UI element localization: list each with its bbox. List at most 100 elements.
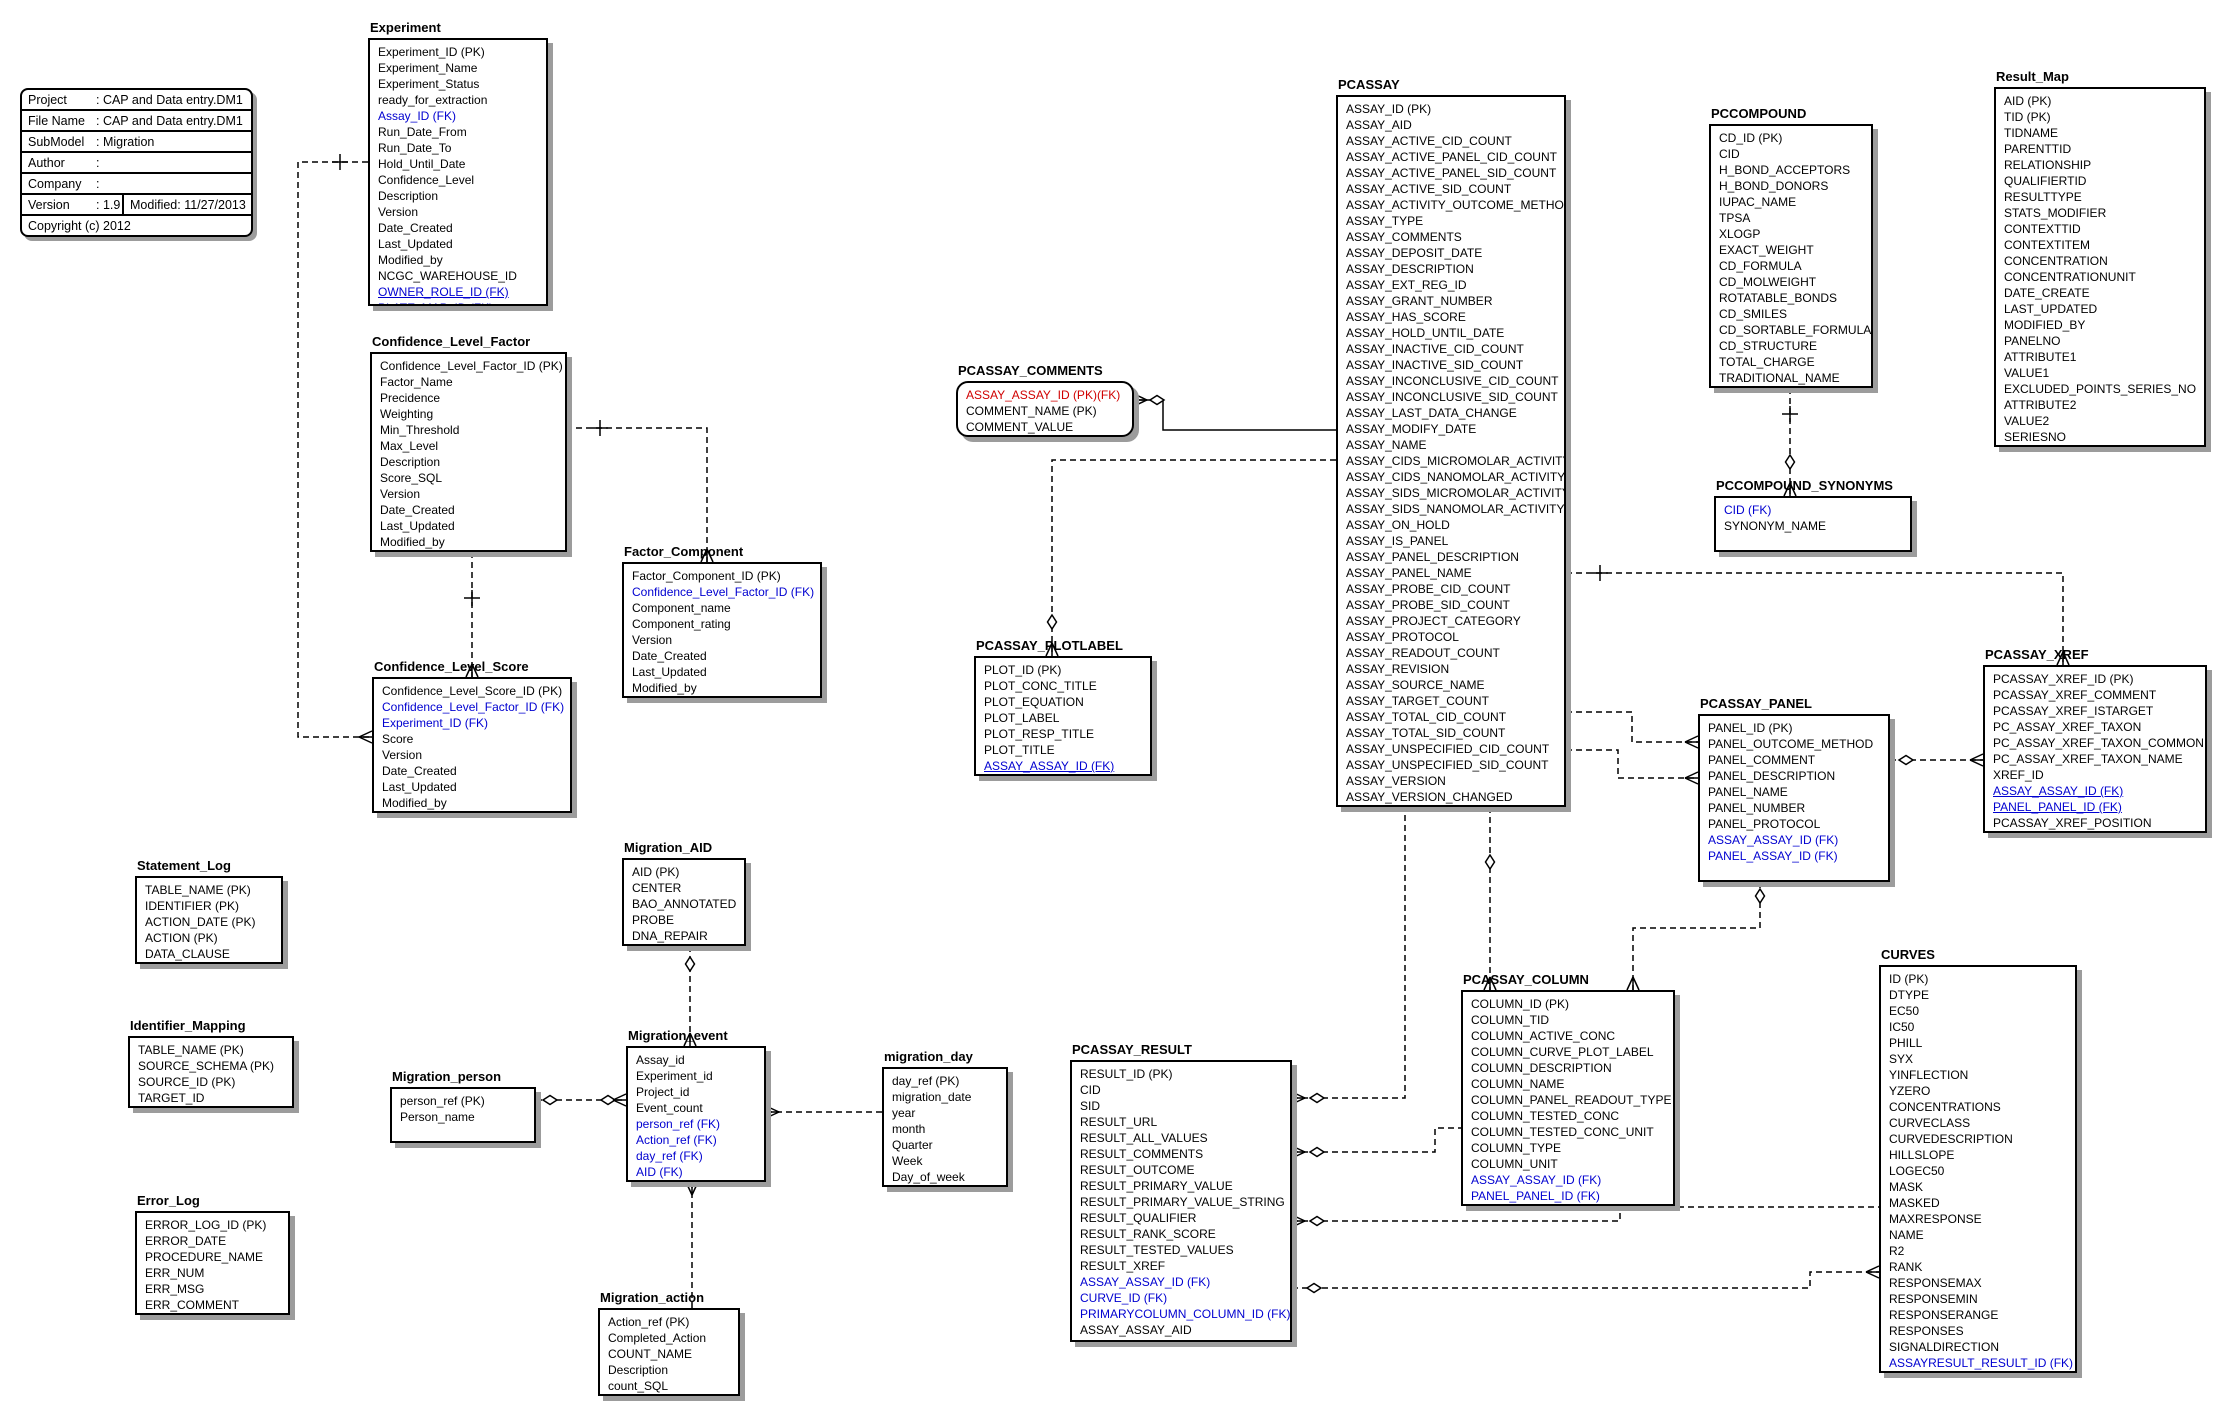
attribute-row: COUNT_NAME: [608, 1347, 693, 1361]
attribute-row: RESPONSEMAX: [1889, 1276, 1982, 1290]
attribute-row: ASSAY_ACTIVE_PANEL_SID_COUNT: [1346, 166, 1557, 180]
attribute-row: CD_STRUCTURE: [1719, 339, 1818, 353]
entity-migration_person[interactable]: person_ref (PK) Person_name: [390, 1087, 536, 1143]
entity-pcassay[interactable]: ASSAY_ID (PK) ASSAY_AID ASSAY_ACTIVE_CID_C…: [1336, 95, 1566, 807]
attribute-row: ASSAY_HOLD_UNTIL_DATE: [1346, 326, 1505, 340]
attribute-row: RELATIONSHIP: [2004, 158, 2092, 172]
relationship-migration_aid-migration_event: [683, 946, 697, 1047]
relationship-pcassay_panel-pcassay_column: [1626, 882, 1766, 991]
attribute-row: day_ref (PK): [892, 1074, 960, 1088]
attribute-row: Score_SQL: [380, 471, 443, 485]
attribute-row: Experiment_Name: [378, 61, 478, 75]
attribute-row: COLUMN_ACTIVE_CONC: [1471, 1029, 1616, 1043]
attribute-row: RESULTTYPE: [2004, 190, 2082, 204]
entity-pcassay_comments[interactable]: ASSAY_ASSAY_ID (PK)(FK)COMMENT_NAME (PK)…: [956, 381, 1134, 437]
attribute-row: ASSAY_PANEL_NAME: [1346, 566, 1472, 580]
attribute-row: migration_date: [892, 1090, 972, 1104]
entity-title: PCASSAY_COLUMN: [1463, 972, 1589, 987]
entity-confidence_level_score[interactable]: Confidence_Level_Score_ID (PK)Confidence…: [372, 677, 572, 813]
attribute-row: CURVEDESCRIPTION: [1889, 1132, 2013, 1146]
attribute-row: RESULT_ID (PK): [1080, 1067, 1173, 1081]
attribute-row: person_ref (PK): [400, 1094, 485, 1108]
entity-pccompound_synonyms[interactable]: CID (FK)SYNONYM_NAME: [1714, 496, 1912, 552]
entity-title: PCCOMPOUND: [1711, 106, 1807, 121]
attribute-row: ASSAY_SOURCE_NAME: [1346, 678, 1485, 692]
attribute-row: MASKED: [1889, 1196, 1940, 1210]
attribute-row: PANEL_OUTCOME_METHOD: [1708, 737, 1874, 751]
attribute-row: ACTION_DATE (PK): [145, 915, 256, 929]
attribute-row: XLOGP: [1719, 227, 1761, 241]
attribute-row: Completed_Action: [608, 1331, 707, 1345]
attribute-row: Confidence_Level: [378, 173, 475, 187]
attribute-row: day_ref (FK): [636, 1149, 703, 1163]
attribute-row: ASSAY_EXT_REG_ID: [1346, 278, 1467, 292]
attribute-row: CONCENTRATION: [2004, 254, 2108, 268]
attribute-row: STATS_MODIFIER: [2004, 206, 2107, 220]
entity-factor_component[interactable]: Factor_Component_ID (PK)Confidence_Level…: [622, 562, 822, 698]
attribute-row: Date_Created: [632, 649, 707, 663]
entity-statement_log[interactable]: TABLE_NAME (PK)IDENTIFIER (PK)ACTION_DAT…: [135, 876, 283, 964]
attribute-row: PANEL_ASSAY_ID (FK): [1708, 849, 1838, 863]
entity-title: PCASSAY_PANEL: [1700, 696, 1812, 711]
relationship-pcassay_panel-pcassay_xref: [1890, 753, 1984, 767]
attribute-row: CONCENTRATIONS: [1889, 1100, 2001, 1114]
attribute-row: Modified_by: [378, 253, 443, 267]
attribute-row: CURVE_ID (FK): [1080, 1291, 1168, 1305]
attribute-row: ASSAY_VERSION: [1346, 774, 1446, 788]
attribute-row: ASSAY_REVISION: [1346, 662, 1450, 676]
info-value: :: [96, 155, 100, 170]
entity-confidence_level_factor[interactable]: Confidence_Level_Factor_ID (PK)Factor_Na…: [370, 352, 567, 552]
attribute-row: PANEL_DESCRIPTION: [1708, 769, 1836, 783]
attribute-row: Factor_Component_ID (PK): [632, 569, 781, 583]
relationship-pcassay-pcassay_plotlabel: [1045, 459, 1336, 657]
attribute-row: Person_name: [400, 1110, 475, 1124]
attribute-row: Component_name: [632, 601, 731, 615]
info-row-version: Version : 1.9 Modified: 11/27/2013: [22, 195, 251, 216]
attribute-row: Experiment_id: [636, 1069, 713, 1083]
attribute-row: PANEL_PANEL_ID (FK): [1471, 1189, 1600, 1203]
attribute-row: Description: [378, 189, 439, 203]
attribute-row: AID (FK): [636, 1165, 683, 1179]
attribute-row: PANELNO: [2004, 334, 2061, 348]
attribute-row: Experiment_Status: [378, 77, 480, 91]
attribute-row: CONTEXTTID: [2004, 222, 2081, 236]
diagram-info-box[interactable]: Project : CAP and Data entry.DM1 File Na…: [20, 88, 253, 237]
attribute-row: ASSAY_ID (PK): [1346, 102, 1432, 116]
attribute-row: RESPONSES: [1889, 1324, 1964, 1338]
attribute-row: PANEL_PROTOCOL: [1708, 817, 1821, 831]
attribute-row: ASSAY_LAST_DATA_CHANGE: [1346, 406, 1517, 420]
attribute-row: ASSAY_ACTIVE_CID_COUNT: [1346, 134, 1512, 148]
info-copyright: Copyright (c) 2012: [28, 218, 131, 233]
attribute-row: Date_Created: [378, 221, 453, 235]
attribute-row: ASSAY_AID: [1346, 118, 1412, 132]
entity-pcassay_xref[interactable]: PCASSAY_XREF_ID (PK)PCASSAY_XREF_COMMENT…: [1983, 665, 2207, 833]
attribute-row: PARENTTID: [2004, 142, 2072, 156]
attribute-row: Action_ref (PK): [608, 1315, 690, 1329]
attribute-row: ASSAY_ASSAY_ID (FK): [984, 759, 1115, 773]
attribute-row: PHILL: [1889, 1036, 1923, 1050]
info-value: :: [96, 176, 100, 191]
entity-identifier_mapping[interactable]: TABLE_NAME (PK)SOURCE_SCHEMA (PK)SOURCE_…: [128, 1036, 294, 1108]
attribute-row: PLOT_RESP_TITLE: [984, 727, 1095, 741]
attribute-row: ASSAY_SIDS_MICROMOLAR_ACTIVITY: [1346, 486, 1566, 500]
attribute-row: YINFLECTION: [1889, 1068, 1969, 1082]
attribute-row: ASSAY_READOUT_COUNT: [1346, 646, 1500, 660]
attribute-row: Confidence_Level_Score_ID (PK): [382, 684, 563, 698]
attribute-row: COLUMN_PANEL_READOUT_TYPE: [1471, 1093, 1672, 1107]
attribute-row: H_BOND_ACCEPTORS: [1719, 163, 1851, 177]
attribute-row: Last_Updated: [378, 237, 453, 251]
